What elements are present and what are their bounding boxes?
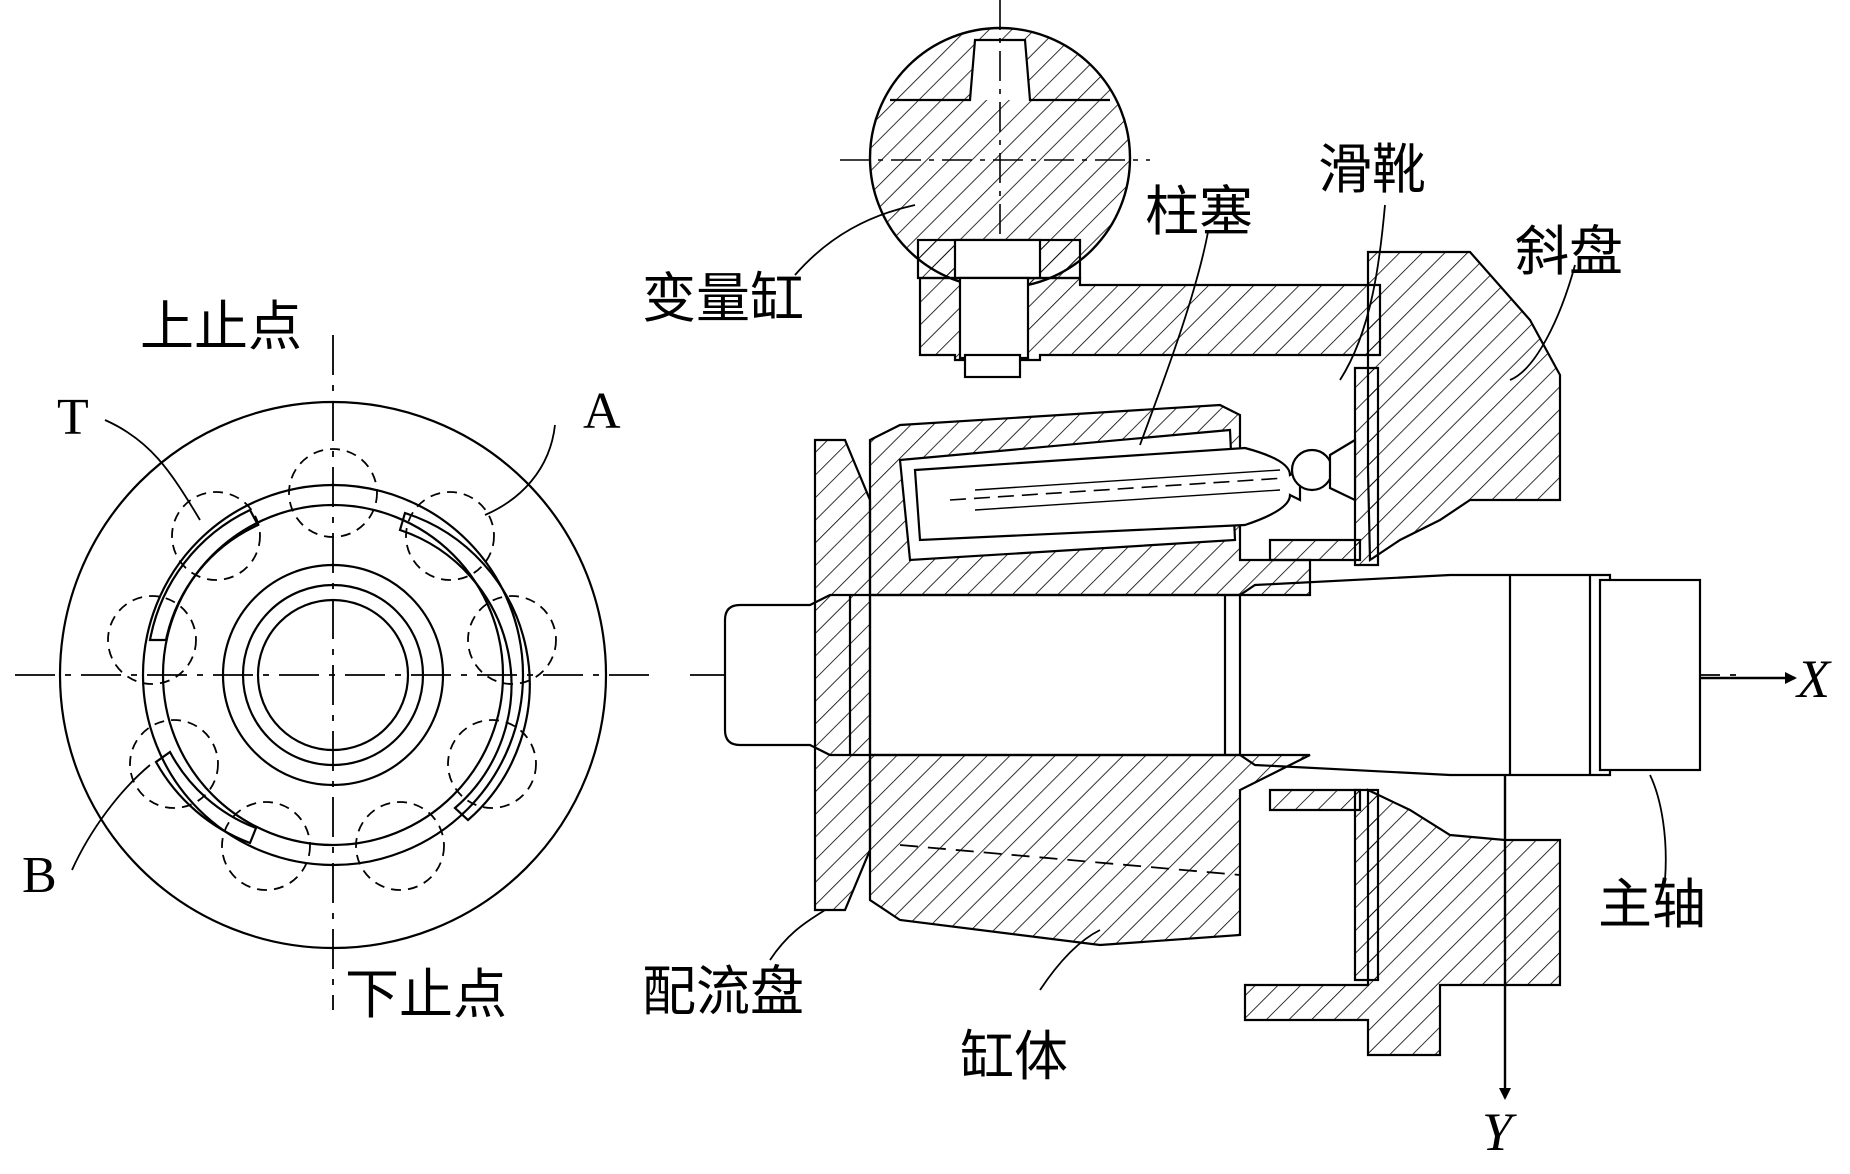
main-shaft — [723, 573, 1702, 777]
outer-disc — [58, 400, 608, 950]
retainer-upper — [1268, 538, 1362, 562]
retainer-lower — [1268, 788, 1362, 812]
leaders — [769, 204, 1667, 991]
valve-plate — [813, 438, 872, 912]
kidney-slot-a — [398, 511, 531, 822]
swashplate-lower — [1243, 788, 1562, 1057]
pitch-ring-inner — [161, 503, 505, 847]
main-shaft-label: 主轴 — [1598, 873, 1706, 936]
port-a-label: A — [583, 383, 621, 440]
swashplate-upper — [1366, 250, 1562, 563]
variable-cylinder-label: 变量缸 — [642, 267, 804, 330]
cylinder-block-lower — [868, 753, 1311, 947]
swashplate-strip-lower — [1353, 788, 1380, 982]
swashplate-label: 斜盘 — [1515, 220, 1623, 283]
kidney-slot-b — [154, 750, 258, 845]
plunger-label: 柱塞 — [1145, 180, 1253, 243]
section-view — [690, 0, 1797, 1100]
port-t-label: T — [57, 389, 89, 446]
port-b-label: B — [22, 847, 57, 904]
leader-b — [71, 764, 151, 871]
cylinder-block-label: 缸体 — [960, 1025, 1068, 1088]
leader-a — [484, 424, 556, 516]
y-axis-label: Y — [1482, 1102, 1513, 1162]
bore-ring-middle — [241, 583, 425, 767]
cylinder-bores — [107, 448, 557, 891]
top-dead-center-label: 上止点 — [140, 295, 302, 358]
linkage-arm — [918, 276, 1382, 362]
leader-t — [104, 419, 201, 521]
valve-plate-label: 配流盘 — [642, 960, 804, 1023]
plunger — [913, 446, 1302, 542]
kidney-slot-t — [148, 508, 260, 642]
slipper — [1328, 438, 1357, 502]
pitch-ring — [141, 483, 525, 867]
slipper-label: 滑靴 — [1318, 138, 1426, 201]
bore-ring-outer — [221, 563, 445, 787]
bore-ring-inner — [256, 598, 410, 752]
bottom-dead-center-label: 下止点 — [345, 963, 507, 1026]
swashplate-strip — [1353, 366, 1380, 567]
slipper-ball — [1290, 448, 1334, 492]
port-plate-view — [15, 335, 655, 1010]
x-axis-label: X — [1797, 649, 1830, 709]
